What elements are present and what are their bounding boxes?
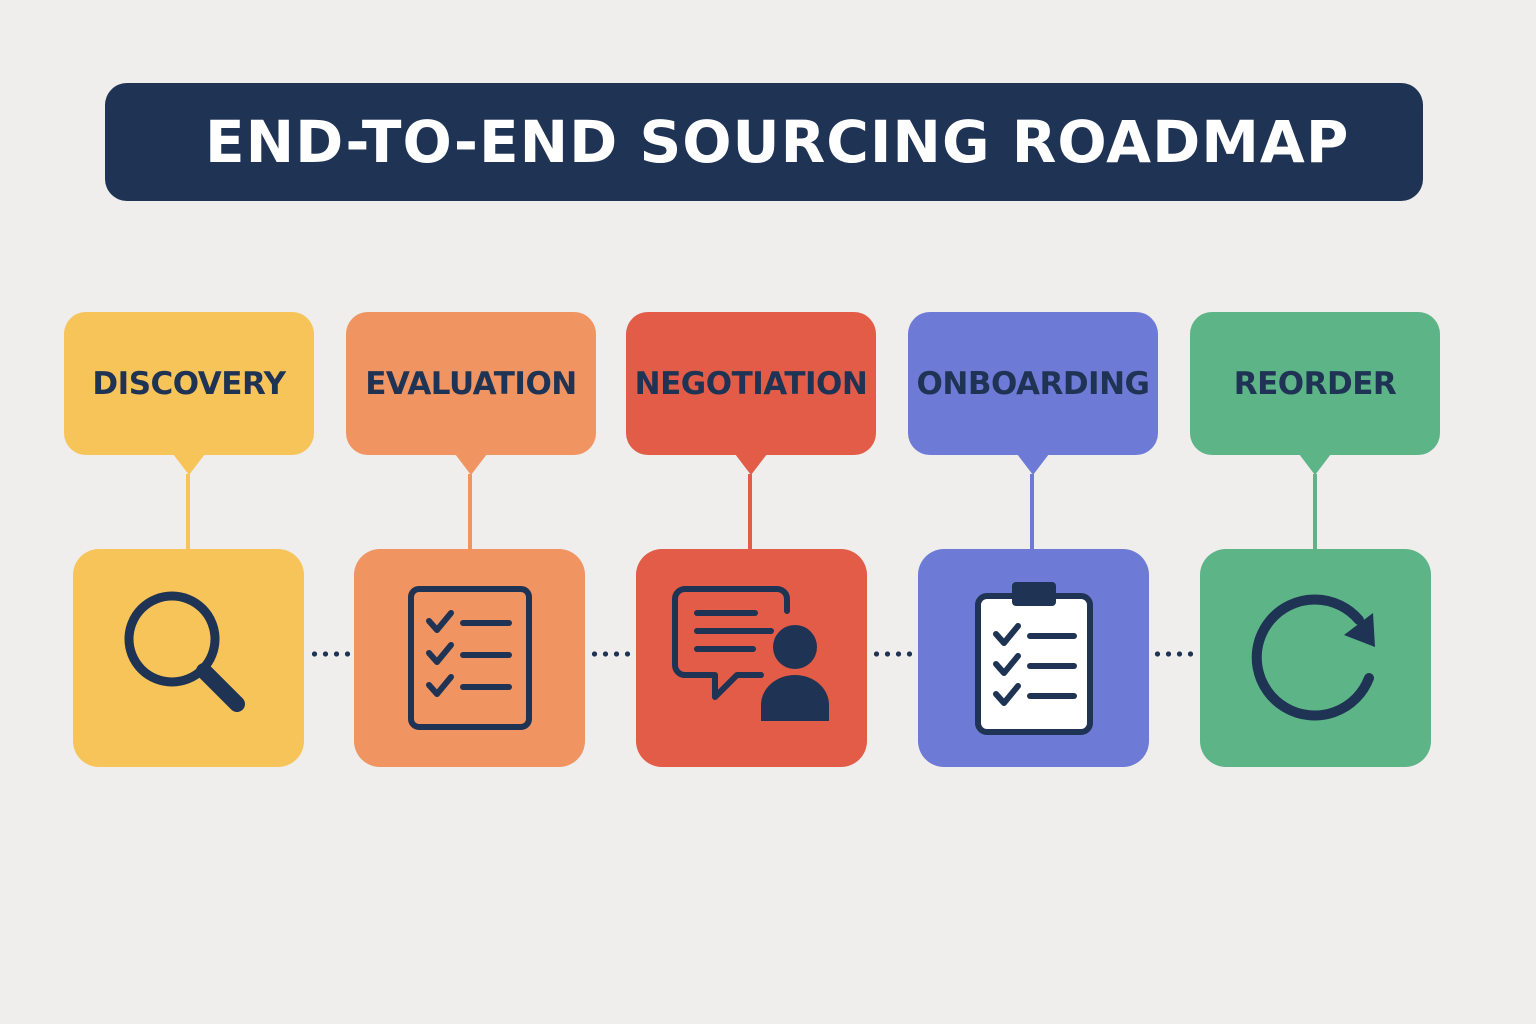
magnifying-glass-icon [124,591,245,712]
dotted-connector [309,651,351,657]
label-pointer [735,454,767,475]
stage-label-discovery: DISCOVERY [92,365,286,402]
label-pointer [173,454,205,475]
stage-reorder-label-box: REORDER [1190,312,1440,475]
clipboard-icon [974,582,1093,735]
stage-onboarding-label-box: ONBOARDING [908,312,1158,475]
refresh-icon [1251,594,1375,721]
stage-label-negotiation: NEGOTIATION [634,365,868,402]
checklist-icon [407,586,532,730]
stage-label-evaluation: EVALUATION [365,365,577,402]
stage-evaluation-tile [354,549,585,767]
label-pointer [455,454,487,475]
dotted-connector [589,651,631,657]
label-pointer [1017,454,1049,475]
stage-label-reorder: REORDER [1233,365,1397,402]
stage-discovery-label-box: DISCOVERY [64,312,314,475]
page-title: END-TO-END SOURCING ROADMAP [205,108,1350,176]
connector-line [186,474,190,550]
label-pointer [1299,454,1331,475]
chat-person-icon [671,586,829,721]
stage-onboarding-tile [918,549,1149,767]
stage-negotiation-label-box: NEGOTIATION [626,312,876,475]
connector-line [1313,474,1317,550]
connector-line [748,474,752,550]
stage-discovery-tile [73,549,304,767]
stage-negotiation-tile [636,549,867,767]
title-banner: END-TO-END SOURCING ROADMAP [105,83,1423,201]
connector-line [468,474,472,550]
stage-evaluation-label-box: EVALUATION [346,312,596,475]
stage-reorder-tile [1200,549,1431,767]
dotted-connector [1152,651,1194,657]
stage-label-onboarding: ONBOARDING [916,365,1150,402]
connector-line [1030,474,1034,550]
dotted-connector [871,651,913,657]
